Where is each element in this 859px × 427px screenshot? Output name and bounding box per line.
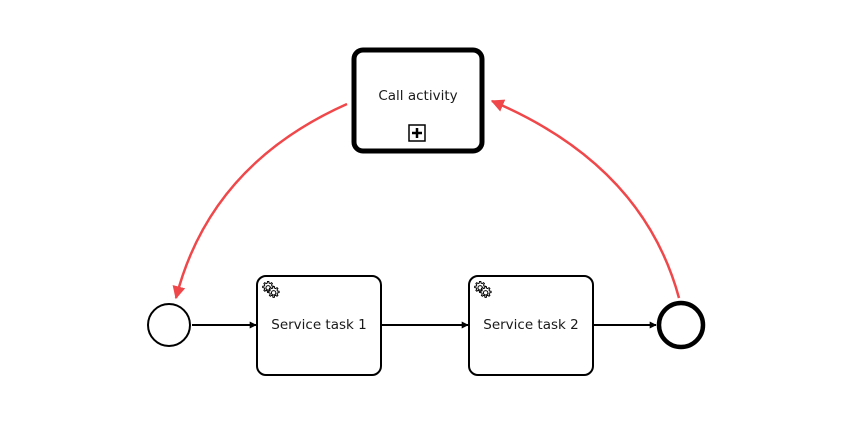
service-task-1-label: Service task 1 — [271, 317, 367, 333]
service-task-1-box[interactable] — [256, 275, 382, 376]
highlight-arrow-end-to-call — [490, 99, 681, 299]
start-event[interactable] — [147, 303, 191, 347]
collapsed-subprocess-plus-icon — [408, 124, 426, 142]
service-task-2-label: Service task 2 — [483, 317, 579, 333]
end-event[interactable] — [656, 300, 706, 350]
service-task-2-box[interactable] — [468, 275, 594, 376]
call-activity-box[interactable] — [351, 47, 485, 154]
highlight-arrow-call-to-start — [172, 102, 348, 300]
call-activity-label: Call activity — [378, 88, 458, 104]
